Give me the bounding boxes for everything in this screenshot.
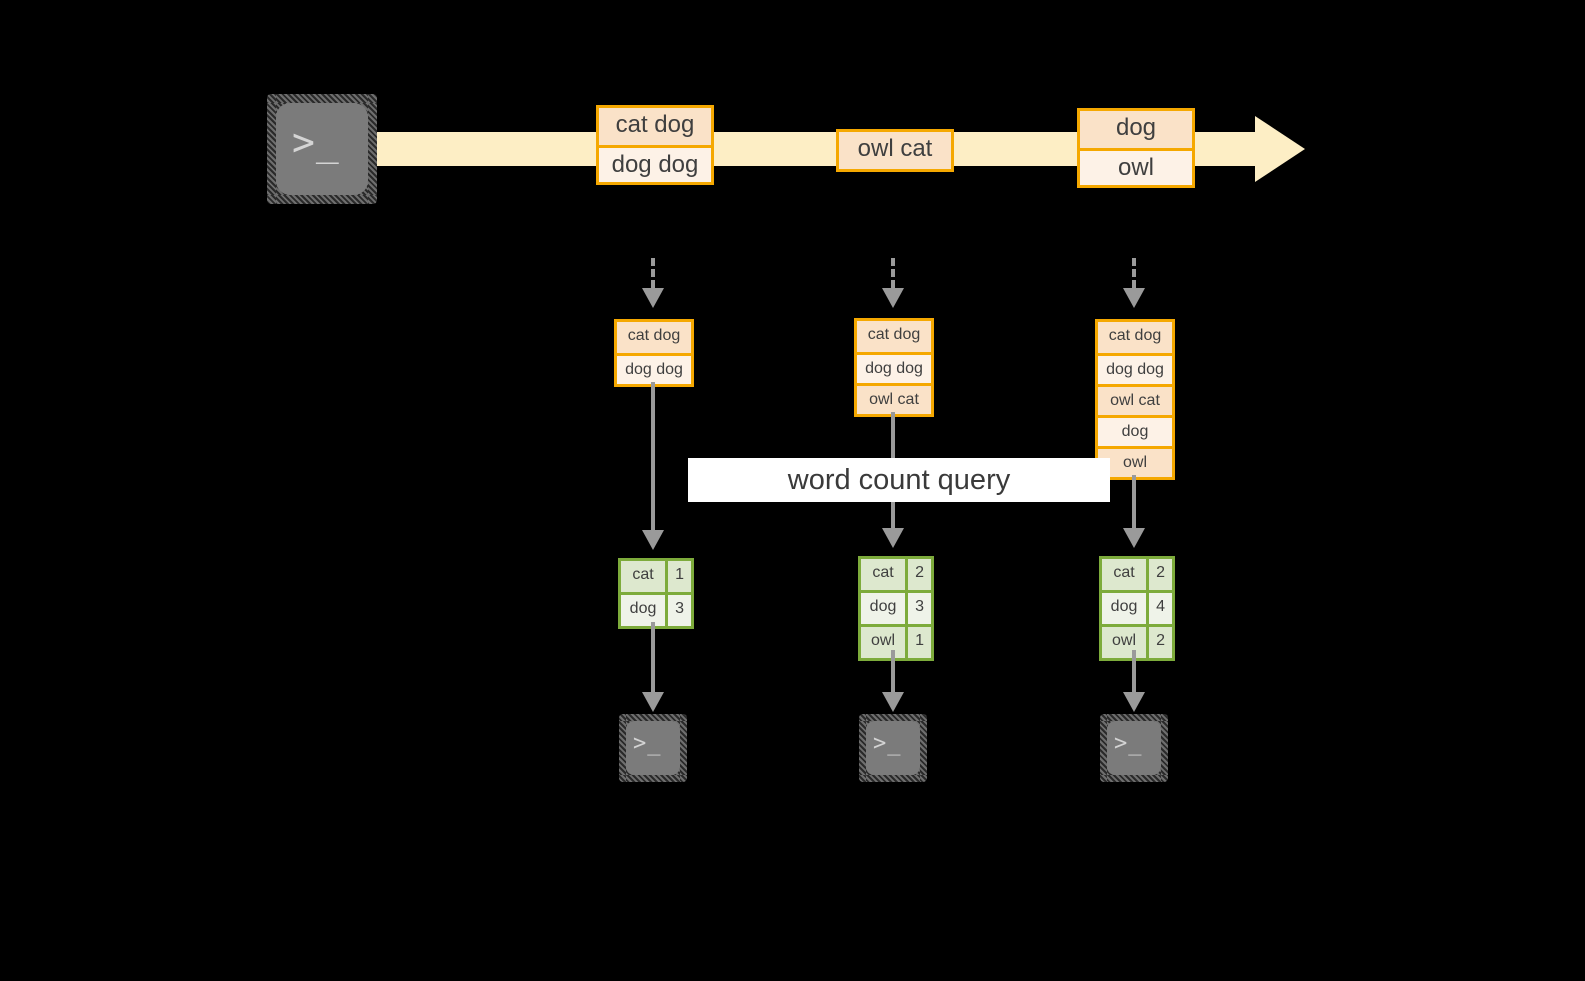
sink-connector-1 [651, 622, 655, 692]
result-word: cat [1113, 564, 1135, 581]
sink-connector-3 [1132, 650, 1136, 692]
query-label-banner: word count query [688, 458, 1110, 502]
result-word: owl [871, 632, 896, 649]
result-word: dog [869, 598, 897, 615]
sink-arrow-head-icon-3 [1123, 692, 1145, 712]
result-word: cat [632, 566, 654, 583]
ingest-connector-dashed-1 [651, 258, 655, 288]
table-row: owl 2 [1102, 624, 1172, 658]
terminal-face: >_ [276, 103, 368, 195]
query-arrow-head-icon-1 [642, 530, 664, 550]
table-row: cat 2 [861, 559, 931, 590]
record-line: dog [1080, 111, 1192, 148]
record-line: dog dog [599, 145, 711, 182]
word-count-result-3: cat 2 dog 4 owl 2 [1099, 556, 1175, 661]
terminal-face: >_ [1107, 721, 1161, 775]
timeline-arrow-head-icon [1255, 116, 1305, 182]
sink-connector-2 [891, 650, 895, 692]
result-word: dog [1110, 598, 1138, 615]
ingest-arrow-head-icon-3 [1123, 288, 1145, 308]
record-line: owl [1098, 446, 1172, 477]
word-count-result-1: cat 1 dog 3 [618, 558, 694, 629]
accumulated-records-2: cat dog dog dog owl cat [854, 318, 934, 417]
record-line: owl cat [839, 132, 951, 169]
word-count-result-2: cat 2 dog 3 owl 1 [858, 556, 934, 661]
result-word: owl [1112, 632, 1137, 649]
stream-batch-3: dog owl [1077, 108, 1195, 188]
sink-terminal-icon-2: >_ [859, 714, 927, 782]
sink-arrow-head-icon-2 [882, 692, 904, 712]
record-line: dog dog [857, 352, 931, 383]
result-word: cat [872, 564, 894, 581]
table-row: cat 2 [1102, 559, 1172, 590]
sink-terminal-icon-1: >_ [619, 714, 687, 782]
record-line: dog dog [617, 353, 691, 384]
terminal-face: >_ [866, 721, 920, 775]
terminal-prompt-glyph: >_ [1114, 731, 1143, 756]
terminal-face: >_ [626, 721, 680, 775]
accumulated-records-1: cat dog dog dog [614, 319, 694, 387]
record-line: owl cat [1098, 384, 1172, 415]
query-connector-1 [651, 382, 655, 530]
terminal-prompt-glyph: >_ [873, 731, 902, 756]
result-count: 4 [1146, 593, 1172, 624]
result-count: 2 [1146, 559, 1172, 590]
accumulated-records-3: cat dog dog dog owl cat dog owl [1095, 319, 1175, 480]
query-arrow-head-icon-3 [1123, 528, 1145, 548]
result-count: 1 [905, 627, 931, 658]
record-line: cat dog [857, 321, 931, 352]
ingest-connector-dashed-3 [1132, 258, 1136, 288]
result-count: 2 [905, 559, 931, 590]
record-line: owl [1080, 148, 1192, 185]
terminal-prompt-glyph: >_ [633, 731, 662, 756]
record-line: dog dog [1098, 353, 1172, 384]
table-row: dog 3 [621, 592, 691, 626]
record-line: cat dog [1098, 322, 1172, 353]
result-count: 1 [665, 561, 691, 592]
ingest-arrow-head-icon-2 [882, 288, 904, 308]
stream-batch-1: cat dog dog dog [596, 105, 714, 185]
record-line: dog [1098, 415, 1172, 446]
result-count: 2 [1146, 627, 1172, 658]
query-arrow-head-icon-2 [882, 528, 904, 548]
ingest-arrow-head-icon-1 [642, 288, 664, 308]
result-count: 3 [665, 595, 691, 626]
stream-batch-2: owl cat [836, 129, 954, 172]
terminal-prompt-glyph: >_ [292, 120, 340, 164]
table-row: dog 3 [861, 590, 931, 624]
table-row: owl 1 [861, 624, 931, 658]
result-count: 3 [905, 593, 931, 624]
source-terminal-icon: >_ [267, 94, 377, 204]
result-word: dog [629, 600, 657, 617]
ingest-connector-dashed-2 [891, 258, 895, 288]
sink-terminal-icon-3: >_ [1100, 714, 1168, 782]
record-line: cat dog [617, 322, 691, 353]
record-line: cat dog [599, 108, 711, 145]
table-row: cat 1 [621, 561, 691, 592]
record-line: owl cat [857, 383, 931, 414]
sink-arrow-head-icon-1 [642, 692, 664, 712]
table-row: dog 4 [1102, 590, 1172, 624]
query-connector-3 [1132, 475, 1136, 528]
